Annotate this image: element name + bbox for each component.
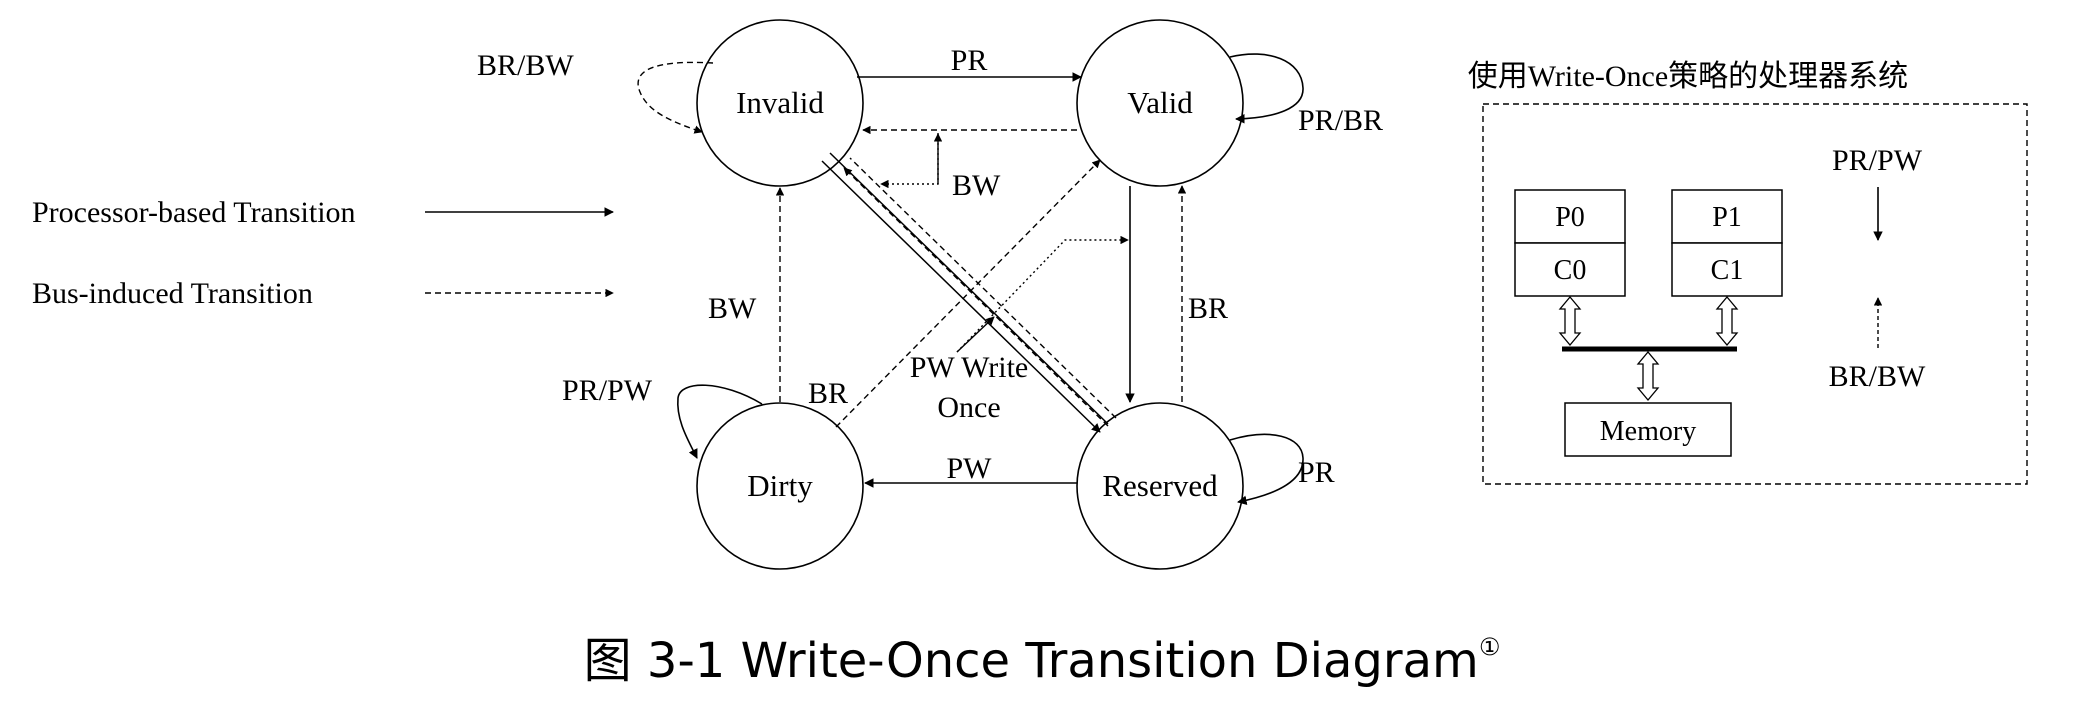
system-panel-border <box>1482 103 2028 485</box>
p0-label: P0 <box>1555 202 1585 233</box>
transition-reserved-to-dirty: PW <box>864 452 1077 488</box>
processor-0: P0 C0 <box>1514 189 1626 297</box>
c1-label: C1 <box>1711 255 1744 286</box>
processor-1: P1 C1 <box>1671 189 1783 297</box>
transition-bw-connector: BW <box>880 133 1001 202</box>
svg-text:图 3-1 Write-Once Transition Di: 图 3-1 Write-Once Transition Diagram① <box>584 633 1501 689</box>
caption-footnote-mark: ① <box>1479 633 1501 661</box>
memory-label: Memory <box>1600 416 1696 447</box>
memory-bus-connector <box>1636 350 1660 402</box>
system-legend: PR/PW BR/BW <box>1829 144 1926 393</box>
transition-pw-write-once-label-2: Once <box>937 391 1000 424</box>
p1-label: P1 <box>1712 202 1742 233</box>
transition-dirty-to-valid: BR <box>808 159 1101 428</box>
system-panel: 使用Write-Once策略的处理器系统 P0 C0 P1 C1 <box>1468 60 2028 485</box>
figure-caption: 图 3-1 Write-Once Transition Diagram① <box>584 633 1501 689</box>
state-reserved-label: Reserved <box>1102 468 1218 503</box>
state-dirty: Dirty <box>696 402 864 570</box>
state-dirty-label: Dirty <box>747 468 813 503</box>
system-proc-arrow-label: PR/PW <box>1832 144 1923 177</box>
transition-pw-write-once: PW Write Once <box>910 235 1129 424</box>
caption-text: 图 3-1 Write-Once Transition Diagram <box>584 633 1479 689</box>
transition-dirty-self: PR/PW <box>562 374 763 459</box>
legend-processor-label: Processor-based Transition <box>32 196 356 229</box>
transition-reserved-self-label: PR <box>1298 456 1335 489</box>
system-bus-arrow-label: BR/BW <box>1829 360 1926 393</box>
transition-invalid-self-label: BR/BW <box>477 49 574 82</box>
c1-bus-connector <box>1715 295 1739 347</box>
state-reserved: Reserved <box>1076 402 1244 570</box>
transition-invalid-self: BR/BW <box>477 49 714 134</box>
memory: Memory <box>1564 402 1732 457</box>
transition-dirty-to-invalid: BW <box>708 187 785 402</box>
transition-pw-write-once-label-1: PW Write <box>910 351 1029 384</box>
state-invalid: Invalid <box>696 19 864 187</box>
c0-label: C0 <box>1554 255 1587 286</box>
transition-valid-to-invalid-label: BW <box>952 169 1001 202</box>
system-title: 使用Write-Once策略的处理器系统 <box>1468 60 1908 93</box>
transition-reserved-to-dirty-label: PW <box>947 452 993 485</box>
legend: Processor-based Transition Bus-induced T… <box>32 196 614 310</box>
transition-reserved-to-valid: BR <box>1177 185 1228 402</box>
transition-dirty-to-invalid-label: BW <box>708 292 757 325</box>
c0-bus-connector <box>1558 295 1582 347</box>
legend-bus-label: Bus-induced Transition <box>32 277 313 310</box>
state-valid: Valid <box>1076 19 1244 187</box>
transition-dirty-self-label: PR/PW <box>562 374 653 407</box>
transition-reserved-to-valid-label: BR <box>1188 292 1228 325</box>
transition-valid-self-label: PR/BR <box>1298 104 1383 137</box>
transition-invalid-to-reserved <box>821 152 1109 433</box>
transition-invalid-to-valid: PR <box>857 44 1082 82</box>
transition-dirty-to-valid-label: BR <box>808 377 848 410</box>
state-invalid-label: Invalid <box>736 85 824 120</box>
transition-invalid-to-valid-label: PR <box>951 44 988 77</box>
transition-reserved-to-invalid <box>843 157 1117 427</box>
state-valid-label: Valid <box>1127 85 1193 120</box>
transition-reserved-self: PR <box>1229 433 1335 506</box>
transition-valid-self: PR/BR <box>1229 53 1383 137</box>
